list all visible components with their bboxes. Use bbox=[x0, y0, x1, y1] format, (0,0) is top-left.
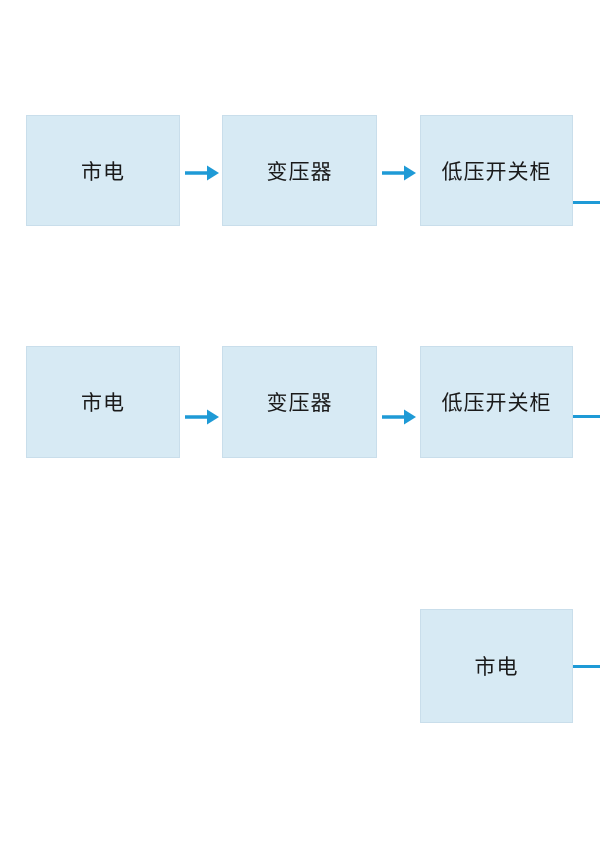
arrow-right-icon bbox=[382, 165, 416, 181]
arrow-head bbox=[207, 165, 219, 181]
row1-node-mains-power: 市电 bbox=[26, 115, 180, 226]
arrow-right-icon bbox=[185, 165, 219, 181]
connector-line bbox=[573, 201, 600, 204]
connector-line bbox=[573, 415, 600, 418]
node-label: 变压器 bbox=[266, 160, 333, 184]
node-label: 市电 bbox=[81, 160, 125, 184]
node-label: 低压开关柜 bbox=[441, 160, 552, 184]
row1-node-lv-switchgear: 低压开关柜 bbox=[420, 115, 573, 226]
connector-line bbox=[573, 665, 600, 668]
node-label: 变压器 bbox=[266, 392, 333, 415]
row2-node-lv-switchgear: 低压开关柜 bbox=[420, 346, 573, 458]
node-label: 市电 bbox=[474, 656, 519, 679]
arrow-right-icon bbox=[185, 409, 219, 425]
arrow-right-icon bbox=[382, 409, 416, 425]
row2-node-mains-power: 市电 bbox=[26, 346, 180, 458]
node-label: 低压开关柜 bbox=[441, 392, 552, 415]
row3-node-mains-power: 市电 bbox=[420, 609, 573, 723]
row2-node-transformer: 变压器 bbox=[222, 346, 377, 458]
row1-node-transformer: 变压器 bbox=[222, 115, 377, 226]
arrow-head bbox=[207, 409, 219, 425]
arrow-head bbox=[404, 409, 416, 425]
arrow-head bbox=[404, 165, 416, 181]
node-label: 市电 bbox=[81, 392, 125, 415]
